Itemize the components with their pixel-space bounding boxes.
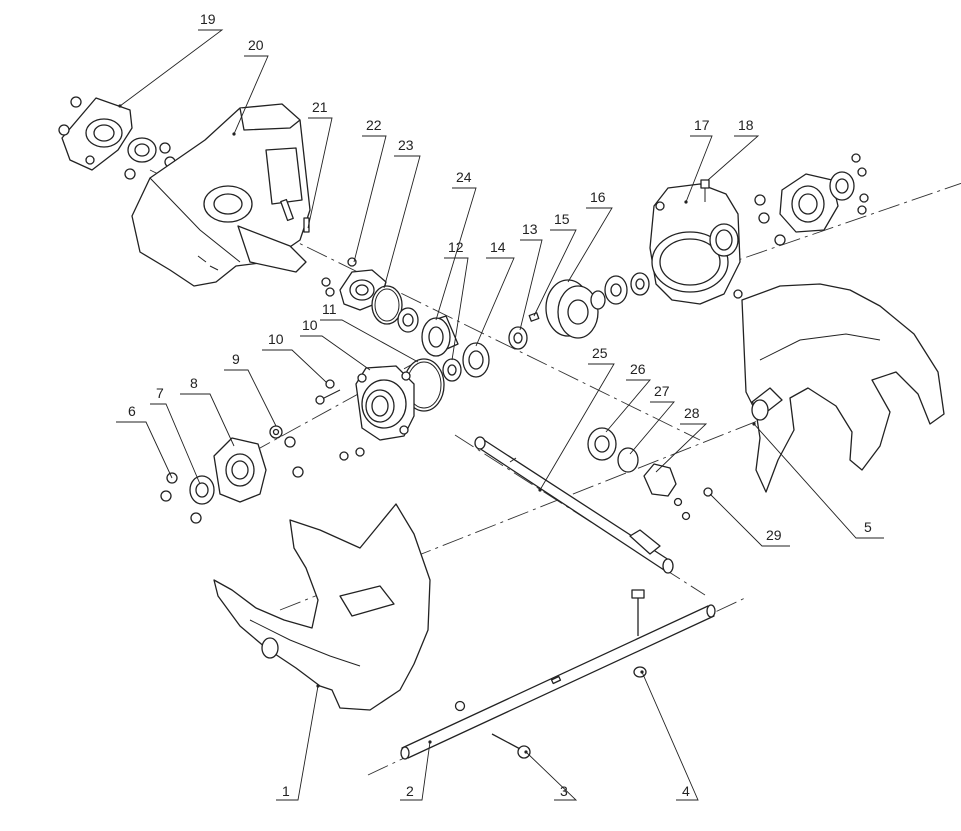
callout-22: 21 bbox=[312, 99, 328, 115]
callout-20: 19 bbox=[200, 11, 216, 27]
callout-1: 1 bbox=[282, 783, 290, 799]
callout-11: 10 bbox=[302, 317, 318, 333]
part-7-bearing bbox=[189, 475, 215, 505]
part-10-bolts-upper bbox=[315, 379, 365, 461]
part-18-gearbox-housing bbox=[649, 183, 743, 305]
callout-26: 25 bbox=[592, 345, 608, 361]
callout-labels: 1 2 3 4 5 6 7 8 9 10 10 11 12 13 14 15 1… bbox=[128, 11, 872, 799]
callout-5: 5 bbox=[864, 519, 872, 535]
part-6-bolts bbox=[160, 472, 202, 524]
part-15-bearing bbox=[462, 342, 490, 378]
part-14-key bbox=[528, 312, 540, 322]
callout-8: 8 bbox=[190, 375, 198, 391]
callout-16: 15 bbox=[554, 211, 570, 227]
callout-23: 22 bbox=[366, 117, 382, 133]
part-21-auger-housing bbox=[131, 103, 311, 287]
part-20-flange-bearing-assembly bbox=[58, 96, 176, 180]
callout-21: 20 bbox=[248, 37, 264, 53]
bearing-small-a bbox=[397, 307, 419, 333]
callout-29: 28 bbox=[684, 405, 700, 421]
part-17-worm-gear bbox=[545, 279, 599, 339]
part-28-snap-ring bbox=[617, 447, 639, 473]
part-8-flange-plate bbox=[213, 437, 267, 503]
part-19-vent-plug bbox=[700, 179, 710, 202]
callout-6: 6 bbox=[128, 403, 136, 419]
callout-4: 4 bbox=[682, 783, 690, 799]
part-26-drive-shaft bbox=[474, 436, 674, 574]
callout-28: 27 bbox=[654, 383, 670, 399]
part-25-roller-bearing bbox=[421, 315, 459, 357]
callout-15: 14 bbox=[490, 239, 506, 255]
callout-10-lower: 29 bbox=[766, 527, 782, 543]
part-11-gear-cover bbox=[355, 365, 415, 441]
part-2-axle-shaft bbox=[400, 604, 716, 760]
part-3-shear-bolt bbox=[491, 733, 531, 759]
part-24-snap-ring bbox=[371, 285, 403, 325]
part-13-washer bbox=[442, 358, 462, 382]
part-4-nut bbox=[631, 589, 647, 678]
callout-3: 3 bbox=[560, 783, 568, 799]
part-29-end-cap bbox=[643, 463, 713, 521]
callout-7: 7 bbox=[156, 385, 164, 401]
callout-10-upper: 10 bbox=[268, 331, 284, 347]
callout-17: 16 bbox=[590, 189, 606, 205]
part-27-bearing bbox=[587, 427, 617, 461]
part-1-left-auger bbox=[213, 503, 431, 711]
callout-19: 18 bbox=[738, 117, 754, 133]
callout-13: 12 bbox=[448, 239, 464, 255]
callout-12: 11 bbox=[322, 301, 337, 317]
bearing-seal-set bbox=[590, 272, 650, 310]
part-9-nuts bbox=[269, 425, 304, 478]
part-5-right-auger bbox=[741, 283, 945, 493]
callout-24: 23 bbox=[398, 137, 414, 153]
callout-9: 9 bbox=[232, 351, 240, 367]
part-16-spacer bbox=[508, 326, 528, 350]
callout-27: 26 bbox=[630, 361, 646, 377]
callout-18: 17 bbox=[694, 117, 710, 133]
callout-2: 2 bbox=[406, 783, 414, 799]
leader-lines bbox=[116, 29, 884, 801]
callout-25: 24 bbox=[456, 169, 472, 185]
leader-dots bbox=[118, 104, 756, 754]
callout-14: 13 bbox=[522, 221, 538, 237]
right-flange-bearing-set bbox=[754, 153, 869, 246]
